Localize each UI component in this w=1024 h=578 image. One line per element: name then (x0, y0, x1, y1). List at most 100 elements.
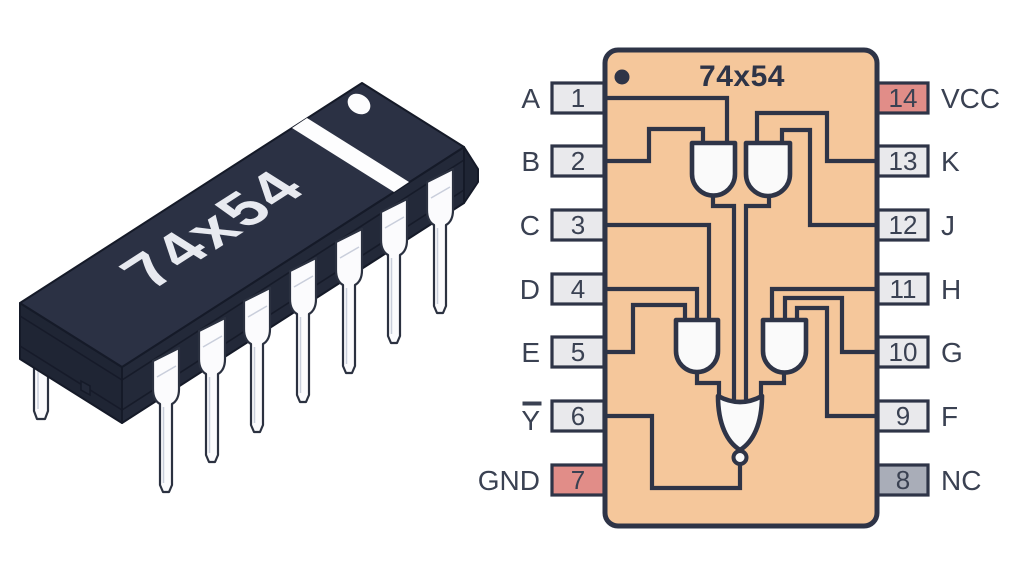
pin-box-7 (550, 463, 606, 497)
wire-and4-output (758, 370, 787, 398)
pin-number-13: 13 (889, 146, 918, 176)
pin-row-6: 6 Y (521, 399, 606, 436)
and-gate-3 (673, 317, 721, 375)
wire-pin4-d (602, 286, 700, 324)
wire-pin3-c (602, 222, 712, 324)
pin-label-j: J (941, 210, 955, 241)
wire-pin5-e (602, 302, 688, 355)
pin-row-11: 11 H (876, 272, 961, 306)
pin-number-11: 11 (890, 274, 917, 304)
pin-label-k: K (941, 146, 960, 177)
pin-box-14 (876, 81, 930, 115)
pin-label-h: H (941, 274, 961, 305)
pin-row-2: 2 B (521, 144, 606, 178)
pin-number-4: 4 (571, 274, 585, 304)
pin-row-12: 12 J (876, 208, 955, 242)
pinout-gates (673, 140, 809, 466)
wire-pin10-g (782, 295, 880, 355)
chip-front-pin-3 (242, 286, 272, 434)
pin-box-13 (876, 144, 930, 178)
pinout-right-pins: 14 VCC 13 K 12 J 11 H 10 G (876, 81, 1000, 497)
pin-row-5: 5 E (521, 335, 606, 369)
pin-box-2 (550, 144, 606, 178)
pin-row-1: 1 A (521, 81, 606, 115)
pin-row-4: 4 D (520, 272, 606, 306)
pin-label-gnd: GND (478, 465, 540, 496)
wire-pin2-b (602, 126, 706, 164)
pin-row-9: 9 F (876, 399, 958, 433)
pin-number-1: 1 (571, 83, 585, 113)
pin-number-8: 8 (896, 465, 910, 495)
pin-label-g: G (941, 337, 963, 368)
wire-pin6-y-output (602, 413, 743, 491)
and-gate-1 (689, 140, 738, 198)
pin-label-e: E (521, 337, 540, 368)
pin-number-6: 6 (571, 401, 585, 431)
chip-stripe (292, 118, 409, 192)
wire-pin12-j (779, 127, 880, 228)
pin1-indicator-dot (614, 69, 630, 85)
pin-number-5: 5 (571, 337, 585, 367)
pin-box-1 (550, 81, 606, 115)
pin-label-a: A (521, 83, 540, 114)
wire-and2-output (743, 194, 772, 404)
and-gate-2 (743, 140, 793, 199)
pin-row-8: 8 NC (876, 463, 981, 497)
pin-label-y: Y (521, 405, 540, 436)
pin-box-10 (876, 335, 930, 369)
pin-box-9 (876, 399, 930, 433)
pin-number-2: 2 (571, 146, 585, 176)
chip-end-seam-lower (19, 345, 123, 411)
pin-box-8 (876, 463, 930, 497)
chip-front-pins (151, 167, 455, 494)
chip-right-end-face (463, 146, 479, 204)
chip-front-pin-7 (425, 167, 455, 315)
pin-number-3: 3 (571, 210, 585, 240)
pin-row-3: 3 C (520, 208, 606, 242)
pin-number-12: 12 (889, 210, 918, 240)
pin-box-11 (876, 272, 930, 306)
chip-front-pin-6 (379, 197, 409, 345)
pinout-left-pins: 1 A 2 B 3 C 4 D 5 E (478, 81, 606, 497)
pinout-title: 74x54 (699, 60, 785, 93)
chip-mold-bump (80, 379, 91, 397)
chip-notch-circle (347, 93, 371, 115)
pin-label-vcc: VCC (941, 83, 1000, 114)
chip-front-pin-5 (334, 227, 364, 375)
pin-label-f: F (941, 401, 958, 432)
chip-3d-illustration: 74x54 (19, 82, 479, 494)
wire-pin1-a (602, 95, 730, 147)
pin-number-14: 14 (889, 83, 918, 113)
pin-box-6 (550, 399, 606, 433)
pin-number-10: 10 (889, 337, 918, 367)
pin-row-10: 10 G (876, 335, 963, 369)
chip-front-pin-1 (151, 346, 181, 494)
chip-front-pin-2 (197, 316, 227, 464)
pin-label-d: D (520, 274, 540, 305)
nor-gate-inverter-bubble (731, 449, 749, 466)
pinout-diagram: 74x54 (478, 47, 1000, 529)
wire-and1-output (710, 194, 737, 404)
chip-end-seam-upper (19, 315, 123, 381)
pin-number-7: 7 (571, 465, 585, 495)
and-gate-4 (760, 317, 809, 375)
pin-label-b: B (521, 146, 540, 177)
wire-and3-output (694, 370, 722, 398)
pinout-wires (602, 95, 880, 491)
wire-pin9-f (794, 305, 880, 419)
pin-box-12 (876, 208, 930, 242)
nor-gate (715, 393, 765, 453)
wire-pin13-k (754, 110, 880, 164)
pin-label-y-overline (522, 401, 542, 406)
pin-number-9: 9 (896, 401, 910, 431)
pin-row-13: 13 K (876, 144, 960, 178)
pin-box-5 (550, 335, 606, 369)
pin-label-nc: NC (941, 465, 981, 496)
chip-front-pin-4 (288, 256, 318, 404)
pin-label-c: C (520, 210, 540, 241)
pin-box-4 (550, 272, 606, 306)
pin-box-3 (550, 208, 606, 242)
pin-row-14: 14 VCC (876, 81, 1000, 115)
